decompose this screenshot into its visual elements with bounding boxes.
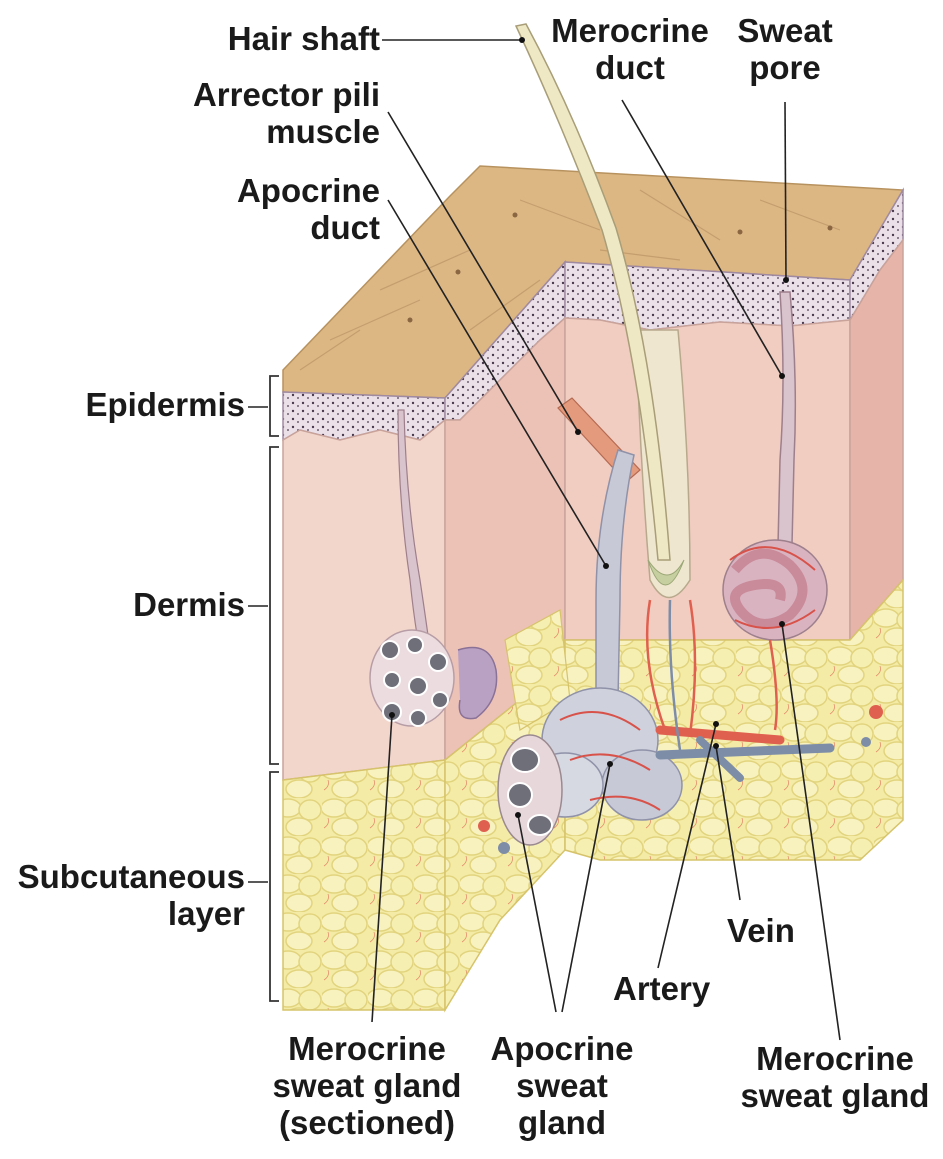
- label-apocrine-sweat-gland: Apocrine sweat gland: [482, 1030, 642, 1141]
- label-arrector-pili-muscle: Arrector pili muscle: [140, 76, 380, 150]
- apocrine-gland-section: [498, 735, 562, 845]
- label-hair-shaft: Hair shaft: [140, 20, 380, 57]
- layer-brackets: [270, 376, 279, 1001]
- label-vein: Vein: [727, 912, 795, 949]
- merocrine-gland: [723, 540, 827, 640]
- label-subcutaneous-layer: Subcutaneous layer: [0, 858, 245, 932]
- label-sweat-pore: Sweat pore: [730, 12, 840, 86]
- label-artery: Artery: [613, 970, 710, 1007]
- label-merocrine-sweat-gland-sectioned: Merocrine sweat gland (sectioned): [252, 1030, 482, 1141]
- label-merocrine-duct: Merocrine duct: [540, 12, 720, 86]
- label-dermis: Dermis: [10, 586, 245, 623]
- label-apocrine-duct: Apocrine duct: [140, 172, 380, 246]
- label-epidermis: Epidermis: [10, 386, 245, 423]
- label-merocrine-sweat-gland: Merocrine sweat gland: [730, 1040, 940, 1114]
